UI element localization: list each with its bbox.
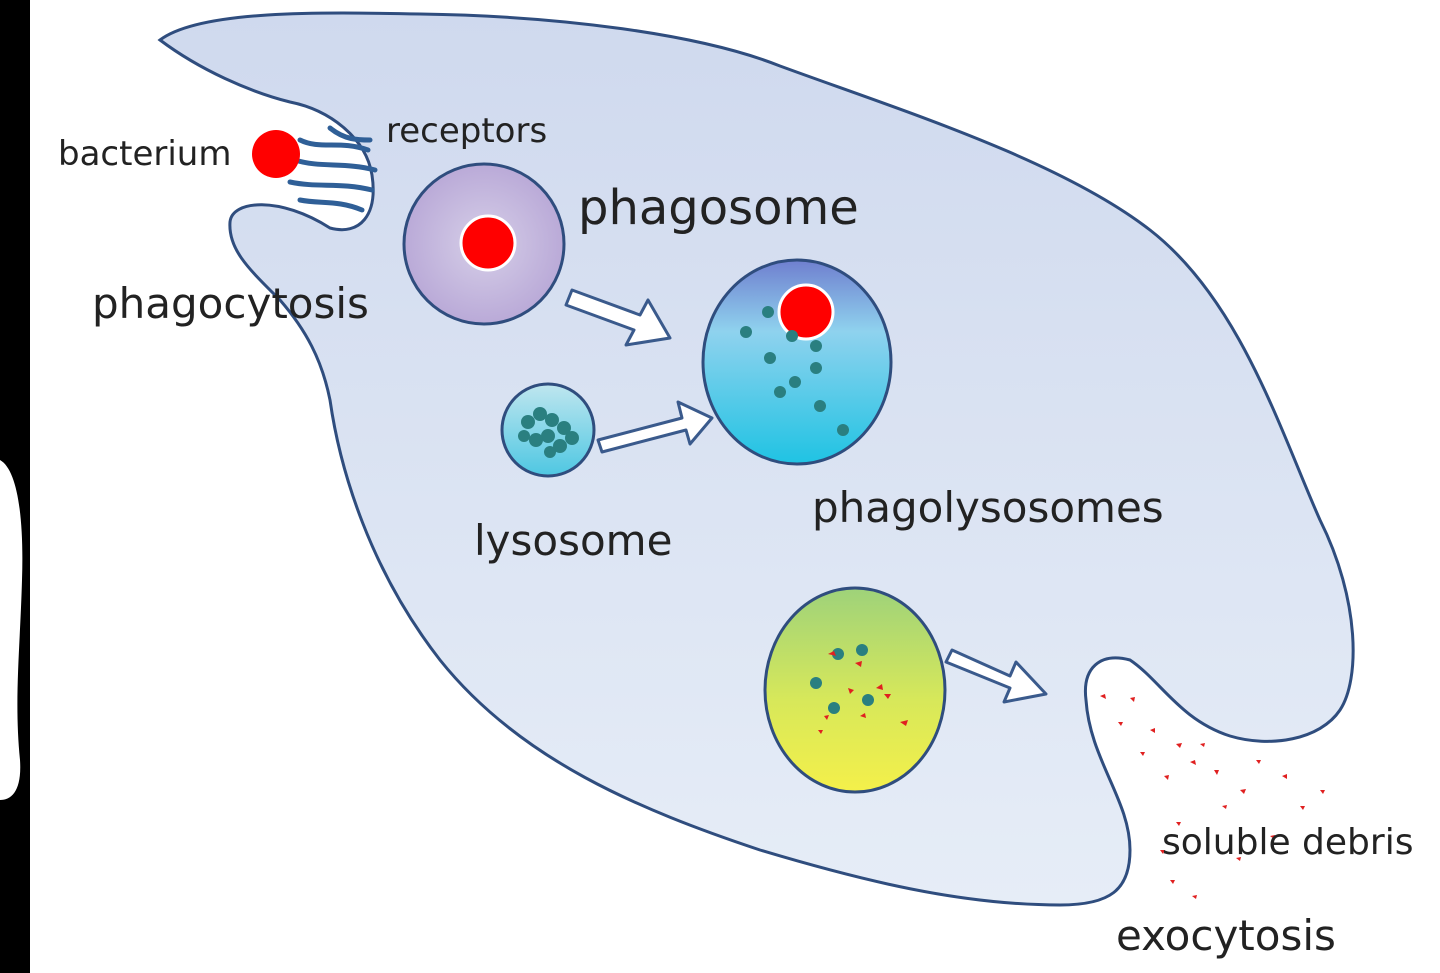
label-phagosome: phagosome [578,180,859,236]
arrow-to-exocytosis-icon [944,648,1048,704]
label-exocytosis: exocytosis [1116,911,1336,960]
label-phagocytosis: phagocytosis [92,279,369,328]
residual-enzyme-dots [810,644,874,714]
arrow-lysosome-to-phagolysosome-icon [596,400,714,454]
phagolysosome-vesicle [701,258,893,466]
label-soluble-debris: soluble debris [1162,822,1413,863]
label-lysosome: lysosome [474,516,672,565]
soluble-debris-particles [1100,694,1325,899]
residual-body-vesicle [763,586,947,794]
enzyme-dots [740,306,849,436]
label-receptors: receptors [386,111,547,151]
label-phagolysosomes: phagolysosomes [812,483,1164,532]
receptors-icon [287,125,378,213]
phagosome-bacterium-icon [459,214,517,272]
lysosome-enzymes [518,407,579,458]
label-bacterium: bacterium [58,134,231,174]
residual-debris [818,651,908,734]
bacterium-icon [252,130,300,178]
left-white-blob [0,460,23,800]
phagolysosome-bacterium-icon [777,283,835,341]
arrow-phagosome-to-phagolysosome-icon [564,288,672,347]
